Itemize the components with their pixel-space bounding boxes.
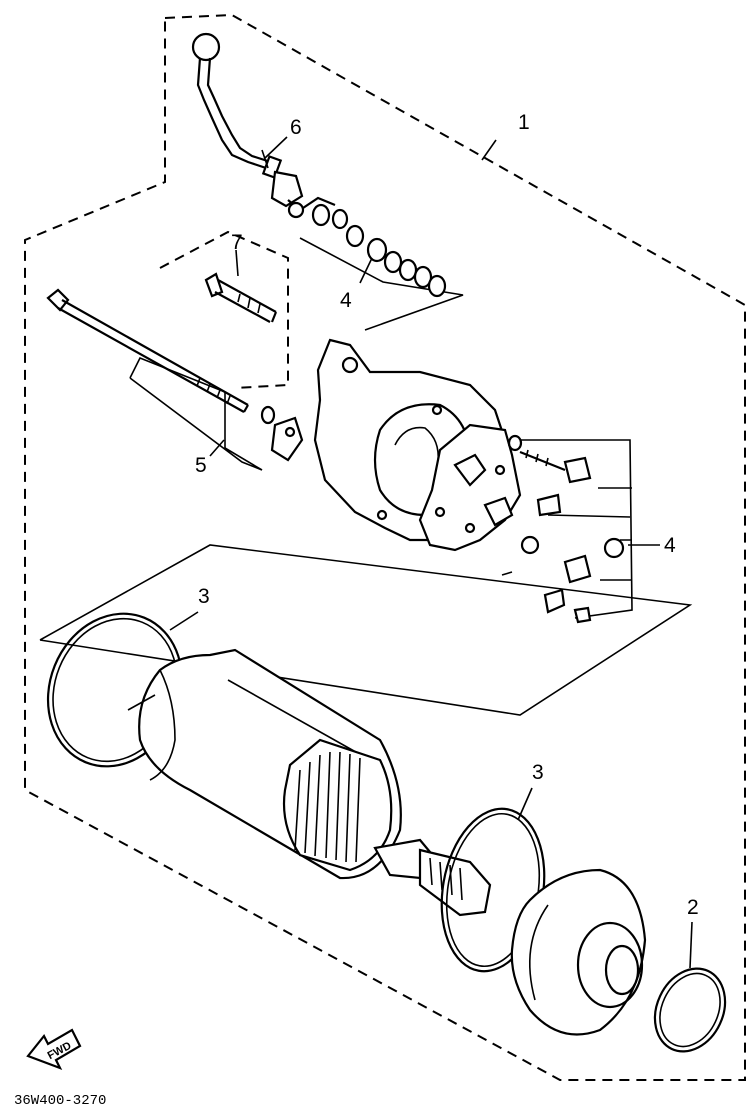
- callout-3-upper: 3: [198, 585, 210, 608]
- callout-4-upper: 4: [340, 289, 352, 312]
- callout-1: 1: [518, 111, 530, 134]
- callout-3-lower: 3: [532, 761, 544, 784]
- armature-commutator: [282, 738, 393, 872]
- bolt-group-boundary: [159, 230, 289, 389]
- brush-plate: [418, 423, 522, 552]
- terminal-washers: [311, 203, 447, 298]
- callout-2: 2: [687, 896, 699, 919]
- terminal-group-bracket: [299, 237, 464, 331]
- front-cover: [510, 868, 647, 1036]
- callout-7: 7: [231, 231, 243, 254]
- drawing-code: 36W400-3270: [14, 1093, 107, 1109]
- brush-group-bracket: [520, 439, 633, 619]
- assembly-boundary-outer: [24, 13, 746, 1081]
- fwd-arrow: FWD: [26, 1028, 82, 1071]
- o-ring-front: [653, 967, 727, 1053]
- brush-parts: [501, 434, 625, 624]
- through-bolt: [46, 288, 304, 462]
- callout-4-lower: 4: [664, 534, 676, 557]
- short-bolt: [204, 272, 278, 323]
- lead-wire: [191, 32, 336, 219]
- armature-group-bracket: [39, 544, 693, 716]
- through-bolt-bracket: [129, 356, 263, 471]
- leader-lines: [169, 136, 693, 969]
- armature-shaft: [373, 838, 492, 917]
- callout-6: 6: [290, 116, 302, 139]
- callout-5: 5: [195, 454, 207, 477]
